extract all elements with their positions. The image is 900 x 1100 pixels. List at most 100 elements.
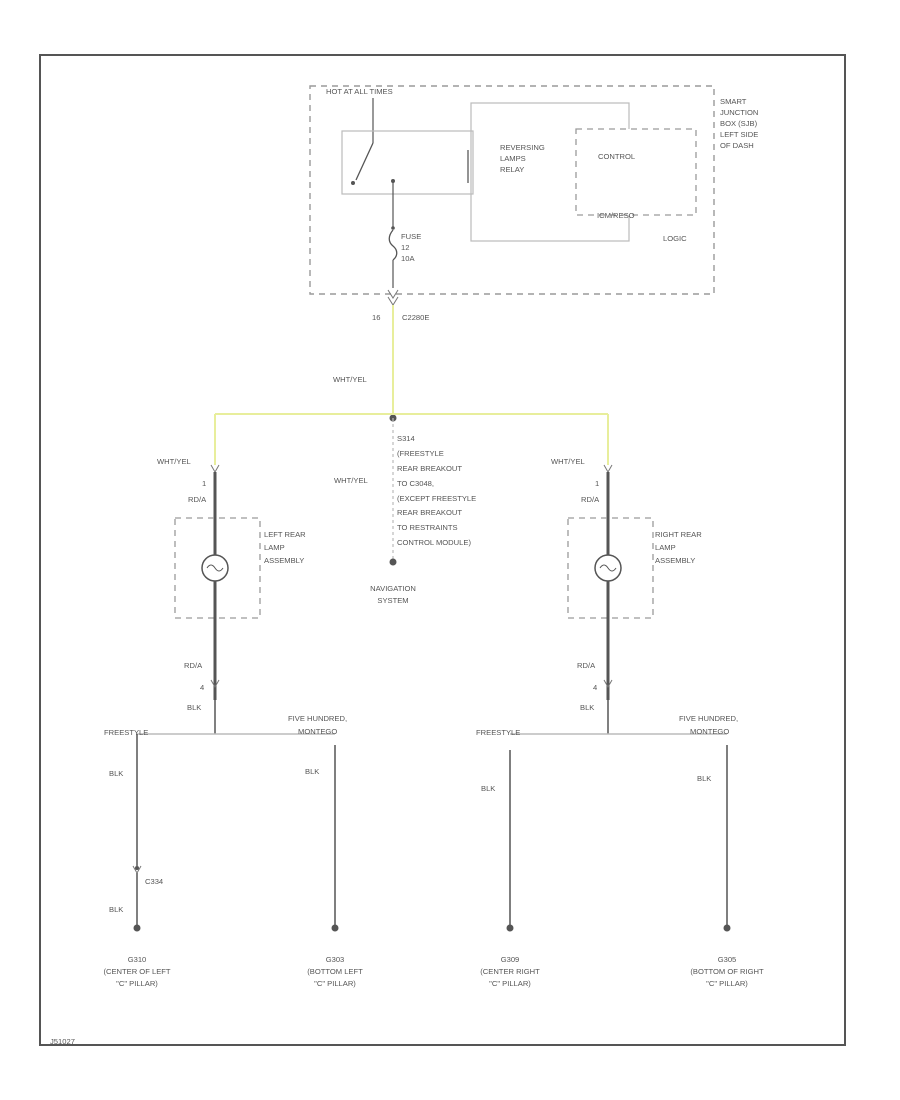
smart-junction-box: HOT AT ALL TIMES REVERSING LAMPS RELAY C… — [309, 85, 758, 295]
diagram-code: J51027 — [50, 1037, 75, 1046]
right-lamp-top-connector — [603, 464, 613, 474]
g305-wire-label: BLK — [697, 774, 711, 783]
left-fh-label-line2: MONTEGO — [298, 727, 337, 736]
splice-note-line4: TO C3048, — [397, 479, 434, 488]
fuse-label-line2: 12 — [401, 243, 409, 252]
g305-location-line2: "C" PILLAR) — [706, 979, 748, 988]
splice-note-line2: (FREESTYLE — [397, 449, 444, 458]
g303-location-line2: "C" PILLAR) — [314, 979, 356, 988]
ground-g309: BLK G309 (CENTER RIGHT "C" PILLAR) — [480, 750, 540, 988]
sjb-label-line4: LEFT SIDE — [720, 130, 758, 139]
sjb-label-line3: BOX (SJB) — [720, 119, 758, 128]
left-lamp-wire-top: RD/A — [188, 495, 207, 504]
splice-wire-color-label: WHT/YEL — [334, 476, 368, 485]
right-lamp-label-line2: LAMP — [655, 543, 676, 552]
c334-label: C334 — [145, 877, 163, 886]
navigation-label-line1: NAVIGATION — [370, 584, 416, 593]
left-lamp-pin-top: 1 — [202, 479, 206, 488]
g310-id: G310 — [128, 955, 147, 964]
relay-label-line1: REVERSING — [500, 143, 545, 152]
right-freestyle-label: FREESTYLE — [476, 728, 520, 737]
connector-pin-16: 16 — [372, 313, 380, 322]
splice-note-line3: REAR BREAKOUT — [397, 464, 462, 473]
right-lamp-pin-top: 1 — [595, 479, 599, 488]
g309-wire-label: BLK — [481, 784, 495, 793]
left-rear-lamp-circuit: WHT/YEL 1 RD/A LEFT REAR LAMP ASSEMBLY R… — [104, 457, 347, 737]
right-lamp-wire-top: RD/A — [581, 495, 600, 504]
right-lamp-label-line1: RIGHT REAR — [655, 530, 702, 539]
right-wire-color-label: WHT/YEL — [551, 457, 585, 466]
right-fh-label-line2: MONTEGO — [690, 727, 729, 736]
relay-contact-point — [351, 181, 355, 185]
left-lamp-top-connector — [210, 464, 220, 474]
left-lamp-label-line3: ASSEMBLY — [264, 556, 304, 565]
right-lamp-label-line3: ASSEMBLY — [655, 556, 695, 565]
right-lamp-filament — [599, 564, 617, 572]
navigation-connector — [389, 558, 397, 566]
main-wire-color-label: WHT/YEL — [333, 375, 367, 384]
g305-ground-terminal-icon — [723, 924, 731, 932]
logic-label: LOGIC — [663, 234, 687, 243]
left-lamp-assembly-box — [174, 517, 261, 619]
c334-connector-dot — [135, 866, 139, 870]
g309-location-line2: "C" PILLAR) — [489, 979, 531, 988]
connector-c2280e: 16 C2280E — [372, 289, 429, 322]
splice-note-line1: S314 — [397, 434, 415, 443]
left-lamp-ground-wire: BLK — [187, 703, 201, 712]
left-freestyle-label: FREESTYLE — [104, 728, 148, 737]
connector-c2280e-symbol — [387, 289, 399, 299]
splice-note-line6: REAR BREAKOUT — [397, 508, 462, 517]
sjb-label-line1: SMART — [720, 97, 747, 106]
relay-label-line2: LAMPS — [500, 154, 526, 163]
relay-label-line3: RELAY — [500, 165, 524, 174]
left-lamp-filament — [206, 564, 224, 572]
g305-id: G305 — [718, 955, 737, 964]
ground-g303: BLK G303 (BOTTOM LEFT "C" PILLAR) — [305, 745, 363, 988]
g309-id: G309 — [501, 955, 520, 964]
hot-at-all-times-label: HOT AT ALL TIMES — [326, 87, 393, 96]
left-lamp-label-line1: LEFT REAR — [264, 530, 306, 539]
ground-g310: BLK C334 BLK G310 (CENTER OF LEFT "C" PI… — [103, 734, 171, 988]
diagram-frame — [39, 54, 846, 1046]
control-module-box — [575, 128, 697, 216]
control-sub-label: ICM/RESO — [597, 211, 635, 220]
left-lamp-wire-bottom: RD/A — [184, 661, 203, 670]
relay-contact-box — [341, 130, 474, 195]
left-lamp-bottom-connector — [210, 679, 220, 689]
g309-location-line1: (CENTER RIGHT — [480, 967, 540, 976]
connector-c2280e-label: C2280E — [402, 313, 429, 322]
splice-note: WHT/YEL S314 (FREESTYLE REAR BREAKOUT TO… — [334, 418, 476, 605]
fuse-label-line3: 10A — [401, 254, 415, 263]
sjb-label-line2: JUNCTION — [720, 108, 758, 117]
g309-ground-terminal-icon — [506, 924, 514, 932]
right-lamp-assembly-box — [567, 517, 654, 619]
control-label: CONTROL — [598, 152, 635, 161]
left-lamp-label-line2: LAMP — [264, 543, 285, 552]
g305-location-line1: (BOTTOM OF RIGHT — [690, 967, 764, 976]
g310-ground-terminal-icon — [133, 924, 141, 932]
g303-ground-terminal-icon — [331, 924, 339, 932]
g303-wire-label: BLK — [305, 767, 319, 776]
right-lamp-wire-bottom: RD/A — [577, 661, 596, 670]
fuse-symbol — [388, 229, 398, 261]
splice-note-line7: TO RESTRAINTS — [397, 523, 458, 532]
g310-location-line2: "C" PILLAR) — [116, 979, 158, 988]
g303-id: G303 — [326, 955, 345, 964]
splice-note-line5: (EXCEPT FREESTYLE — [397, 494, 476, 503]
left-lamp-pin-bottom: 4 — [200, 683, 204, 692]
right-fh-label-line1: FIVE HUNDRED, — [679, 714, 738, 723]
sjb-label-line5: OF DASH — [720, 141, 754, 150]
right-lamp-pin-bottom: 4 — [593, 683, 597, 692]
right-lamp-bottom-connector — [603, 679, 613, 689]
left-wire-color-label: WHT/YEL — [157, 457, 191, 466]
g303-location-line1: (BOTTOM LEFT — [307, 967, 363, 976]
junction-box-outline — [309, 85, 715, 295]
left-fh-label-line1: FIVE HUNDRED, — [288, 714, 347, 723]
g310-location-line1: (CENTER OF LEFT — [103, 967, 170, 976]
splice-note-line8: CONTROL MODULE) — [397, 538, 471, 547]
right-lamp-ground-wire: BLK — [580, 703, 594, 712]
relay-switch-arm — [355, 142, 374, 181]
fuse-top-terminal — [391, 226, 395, 230]
ground-g305: BLK G305 (BOTTOM OF RIGHT "C" PILLAR) — [690, 745, 764, 988]
